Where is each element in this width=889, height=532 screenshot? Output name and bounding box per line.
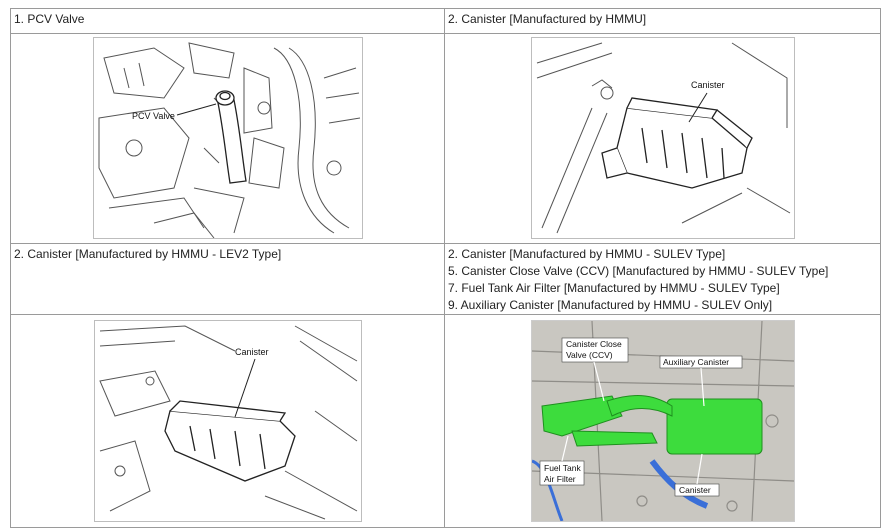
sulev-photo: Canister Close Valve (CCV) Auxiliary Can… [530,320,795,522]
ccv-shape [605,395,672,417]
figure-cell-canister-lev2: Canister [10,314,445,528]
caption-line-aux-canister: 9. Auxiliary Canister [Manufactured by H… [448,298,773,312]
canister-label: Canister [235,347,269,357]
label-filter-line2: Air Filter [544,474,576,484]
label-canister: Canister [679,485,711,495]
label-box-filter [539,460,584,486]
label-ccv-line1: Canister Close [566,339,622,349]
canister-lev2-body [163,400,296,482]
auxiliary-canister-shape [540,395,623,437]
label-filter-line1: Fuel Tank [544,463,581,473]
caption-text: 2. Canister [Manufactured by HMMU - LEV2… [14,247,282,261]
caption-line-ccv: 5. Canister Close Valve (CCV) [Manufactu… [448,264,829,278]
caption-canister-lev2: 2. Canister [Manufactured by HMMU - LEV2… [10,243,445,315]
component-location-table: 1. PCV Valve 2. Canister [Manufactured b… [10,8,881,528]
caption-text: 2. Canister [Manufactured by HMMU] [448,12,647,26]
caption-canister-hmmu: 2. Canister [Manufactured by HMMU] [444,8,881,34]
figure-cell-canister-hmmu: Canister [444,33,881,244]
sulev-components-photo: Canister Close Valve (CCV) Auxiliary Can… [530,320,794,522]
caption-text: 1. PCV Valve [14,12,85,26]
caption-pcv-valve: 1. PCV Valve [10,8,445,34]
figure-cell-sulev: Canister Close Valve (CCV) Auxiliary Can… [444,314,881,528]
canister-hmmu-drawing: Canister [536,42,790,234]
canister-body [600,97,753,189]
label-box-ccv [561,337,628,363]
label-ccv-line2: Valve (CCV) [566,350,613,360]
canister-hmmu-illustration: Canister [530,37,795,239]
canister-label: Canister [691,80,725,90]
pcv-engine-drawing: PCV Valve [98,42,360,239]
canister-lev2-illustration: Canister [93,320,362,522]
pcv-valve-illustration: PCV Valve [92,37,363,239]
pcv-valve-label: PCV Valve [132,111,175,121]
canister-lev2-drawing: Canister [98,325,357,520]
figure-cell-pcv: PCV Valve [10,33,445,244]
caption-line-air-filter: 7. Fuel Tank Air Filter [Manufactured by… [448,281,780,295]
pcv-valve-hose [214,90,247,184]
caption-line-canister: 2. Canister [Manufactured by HMMU - SULE… [448,247,726,261]
main-canister-shape [666,398,762,455]
caption-sulev-components: 2. Canister [Manufactured by HMMU - SULE… [444,243,881,315]
filter-pipe-shape [570,430,658,447]
highlighted-components [540,395,762,455]
label-auxiliary-canister: Auxiliary Canister [663,357,729,367]
